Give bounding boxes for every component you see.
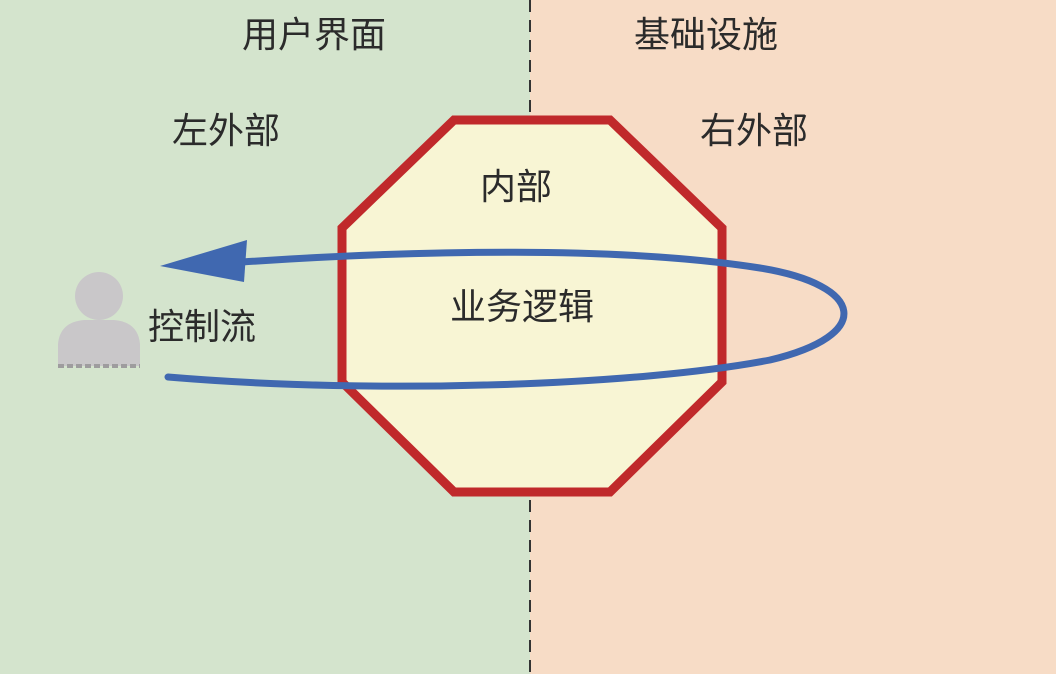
inner-label: 内部	[480, 167, 553, 208]
right-zone-subtitle: 右外部	[700, 111, 809, 152]
left-zone-subtitle: 左外部	[172, 111, 281, 152]
user-icon	[58, 272, 140, 368]
control-flow-arrowhead	[160, 240, 247, 282]
business-logic-label: 业务逻辑	[450, 287, 595, 328]
control-flow-label: 控制流	[148, 307, 257, 348]
left-zone-title: 用户界面	[242, 15, 387, 56]
inner-octagon	[337, 115, 727, 497]
right-zone-title: 基础设施	[634, 15, 779, 56]
control-flow-arrow	[164, 248, 848, 390]
